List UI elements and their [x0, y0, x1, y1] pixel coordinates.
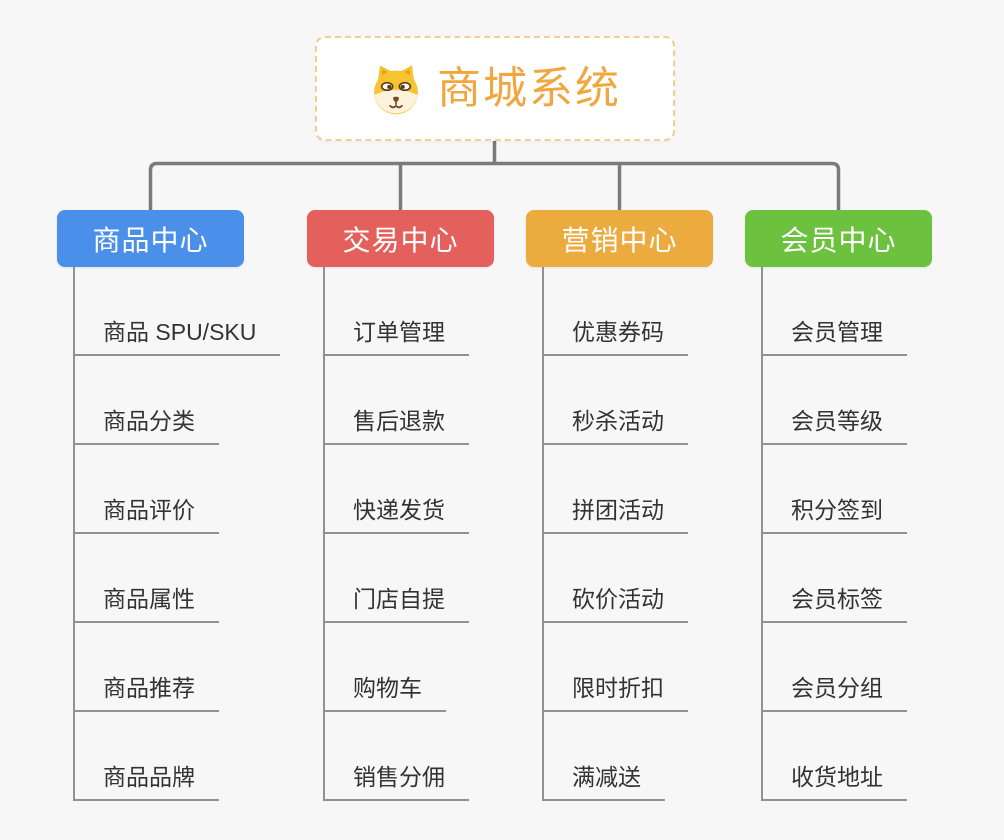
child-topic[interactable]: 商品属性: [73, 585, 219, 623]
child-topic[interactable]: 满减送: [542, 763, 665, 801]
child-topic[interactable]: 快递发货: [323, 496, 469, 534]
child-topic-row: 商品 SPU/SKU: [73, 267, 313, 356]
branch-topic[interactable]: 会员中心: [745, 210, 932, 267]
branch-topic[interactable]: 商品中心: [57, 210, 244, 267]
child-topic-row: 商品推荐: [73, 623, 313, 712]
branch-topic[interactable]: 营销中心: [526, 210, 713, 267]
child-topic[interactable]: 商品评价: [73, 496, 219, 534]
child-topic[interactable]: 砍价活动: [542, 585, 688, 623]
child-topic-row: 限时折扣: [542, 623, 782, 712]
child-topic-row: 满减送: [542, 712, 782, 801]
branch-trunk-line: [542, 267, 544, 801]
child-topic[interactable]: 秒杀活动: [542, 407, 688, 445]
child-topic[interactable]: 会员管理: [761, 318, 907, 356]
child-topic-row: 积分签到: [761, 445, 1001, 534]
root-topic[interactable]: 商城系统: [315, 36, 675, 141]
root-topic-label: 商城系统: [437, 63, 621, 113]
branch-trunk-line: [761, 267, 763, 801]
child-topic-row: 销售分佣: [323, 712, 563, 801]
child-topic-row: 会员标签: [761, 534, 1001, 623]
branch-trunk-line: [73, 267, 75, 801]
child-topic[interactable]: 商品分类: [73, 407, 219, 445]
child-topic[interactable]: 购物车: [323, 674, 446, 712]
child-topic-row: 收货地址: [761, 712, 1001, 801]
child-topic[interactable]: 订单管理: [323, 318, 469, 356]
child-topic-row: 订单管理: [323, 267, 563, 356]
branch-children-column: 商品 SPU/SKU 商品分类商品评价商品属性商品推荐商品品牌: [73, 267, 313, 801]
branch-bus-line: [148, 161, 841, 210]
child-topic[interactable]: 会员分组: [761, 674, 907, 712]
child-topic-row: 售后退款: [323, 356, 563, 445]
child-topic-row: 快递发货: [323, 445, 563, 534]
child-topic-row: 商品品牌: [73, 712, 313, 801]
dog-face-icon: [374, 64, 418, 114]
child-topic-row: 门店自提: [323, 534, 563, 623]
child-topic-row: 秒杀活动: [542, 356, 782, 445]
child-topic[interactable]: 限时折扣: [542, 674, 688, 712]
child-topic[interactable]: 会员标签: [761, 585, 907, 623]
child-topic-row: 会员管理: [761, 267, 1001, 356]
branch-children-column: 订单管理售后退款快递发货门店自提购物车销售分佣: [323, 267, 563, 801]
child-topic-row: 优惠券码: [542, 267, 782, 356]
child-topic[interactable]: 商品 SPU/SKU: [73, 318, 281, 356]
branch-children-column: 会员管理会员等级积分签到会员标签会员分组收货地址: [761, 267, 1001, 801]
child-topic[interactable]: 拼团活动: [542, 496, 688, 534]
child-topic[interactable]: 优惠券码: [542, 318, 688, 356]
child-topic[interactable]: 会员等级: [761, 407, 907, 445]
child-topic-row: 会员等级: [761, 356, 1001, 445]
branch-topic[interactable]: 交易中心: [307, 210, 494, 267]
child-topic[interactable]: 售后退款: [323, 407, 469, 445]
child-topic-row: 商品属性: [73, 534, 313, 623]
branch-children-column: 优惠券码秒杀活动拼团活动砍价活动限时折扣满减送: [542, 267, 782, 801]
child-topic[interactable]: 商品品牌: [73, 763, 219, 801]
child-topic[interactable]: 门店自提: [323, 585, 469, 623]
child-topic-row: 砍价活动: [542, 534, 782, 623]
branch-trunk-line: [323, 267, 325, 801]
child-topic[interactable]: 商品推荐: [73, 674, 219, 712]
child-topic[interactable]: 积分签到: [761, 496, 907, 534]
child-topic-row: 商品评价: [73, 445, 313, 534]
child-topic[interactable]: 销售分佣: [323, 763, 469, 801]
child-topic-row: 购物车: [323, 623, 563, 712]
child-topic[interactable]: 收货地址: [761, 763, 907, 801]
child-topic-row: 商品分类: [73, 356, 313, 445]
child-topic-row: 会员分组: [761, 623, 1001, 712]
child-topic-row: 拼团活动: [542, 445, 782, 534]
